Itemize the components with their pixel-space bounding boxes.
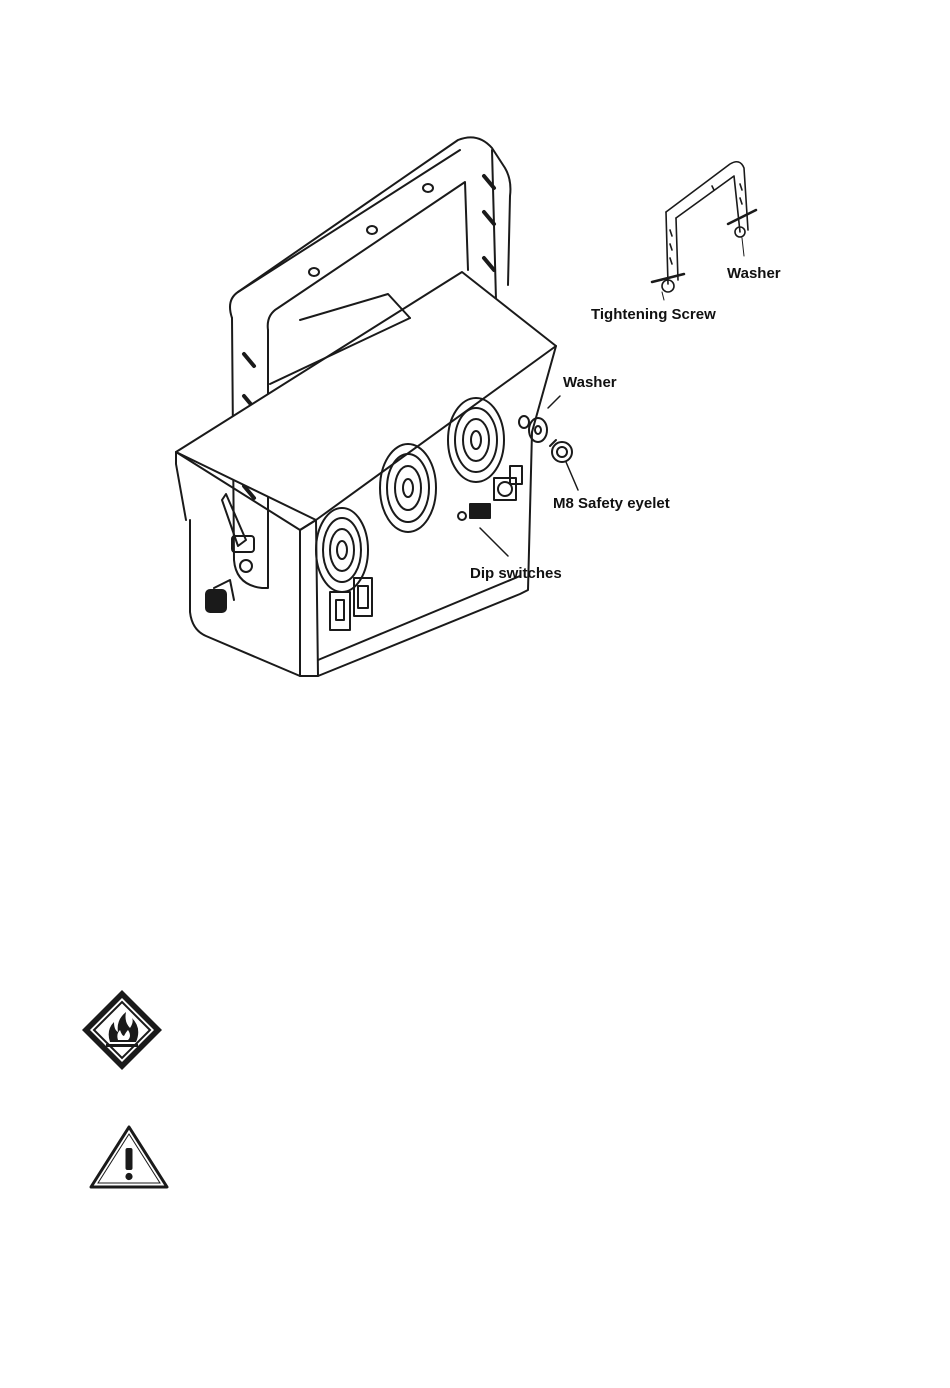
exclamation-warning-icon [88, 1124, 170, 1190]
main-tightening-screw [206, 494, 254, 612]
eyelet-assembly [519, 416, 572, 462]
safety-eyelet-label: M8 Safety eyelet [553, 495, 670, 512]
washer-label-unit: Washer [563, 374, 617, 391]
flammable-warning-icon [80, 988, 164, 1072]
power-panel [330, 578, 372, 630]
dip-switch-panel [458, 466, 522, 520]
dip-switches-label: Dip switches [470, 565, 562, 582]
tightening-screw-label: Tightening Screw [591, 306, 716, 323]
laser-unit-diagram [0, 0, 950, 760]
washer-label-bracket: Washer [727, 265, 781, 282]
